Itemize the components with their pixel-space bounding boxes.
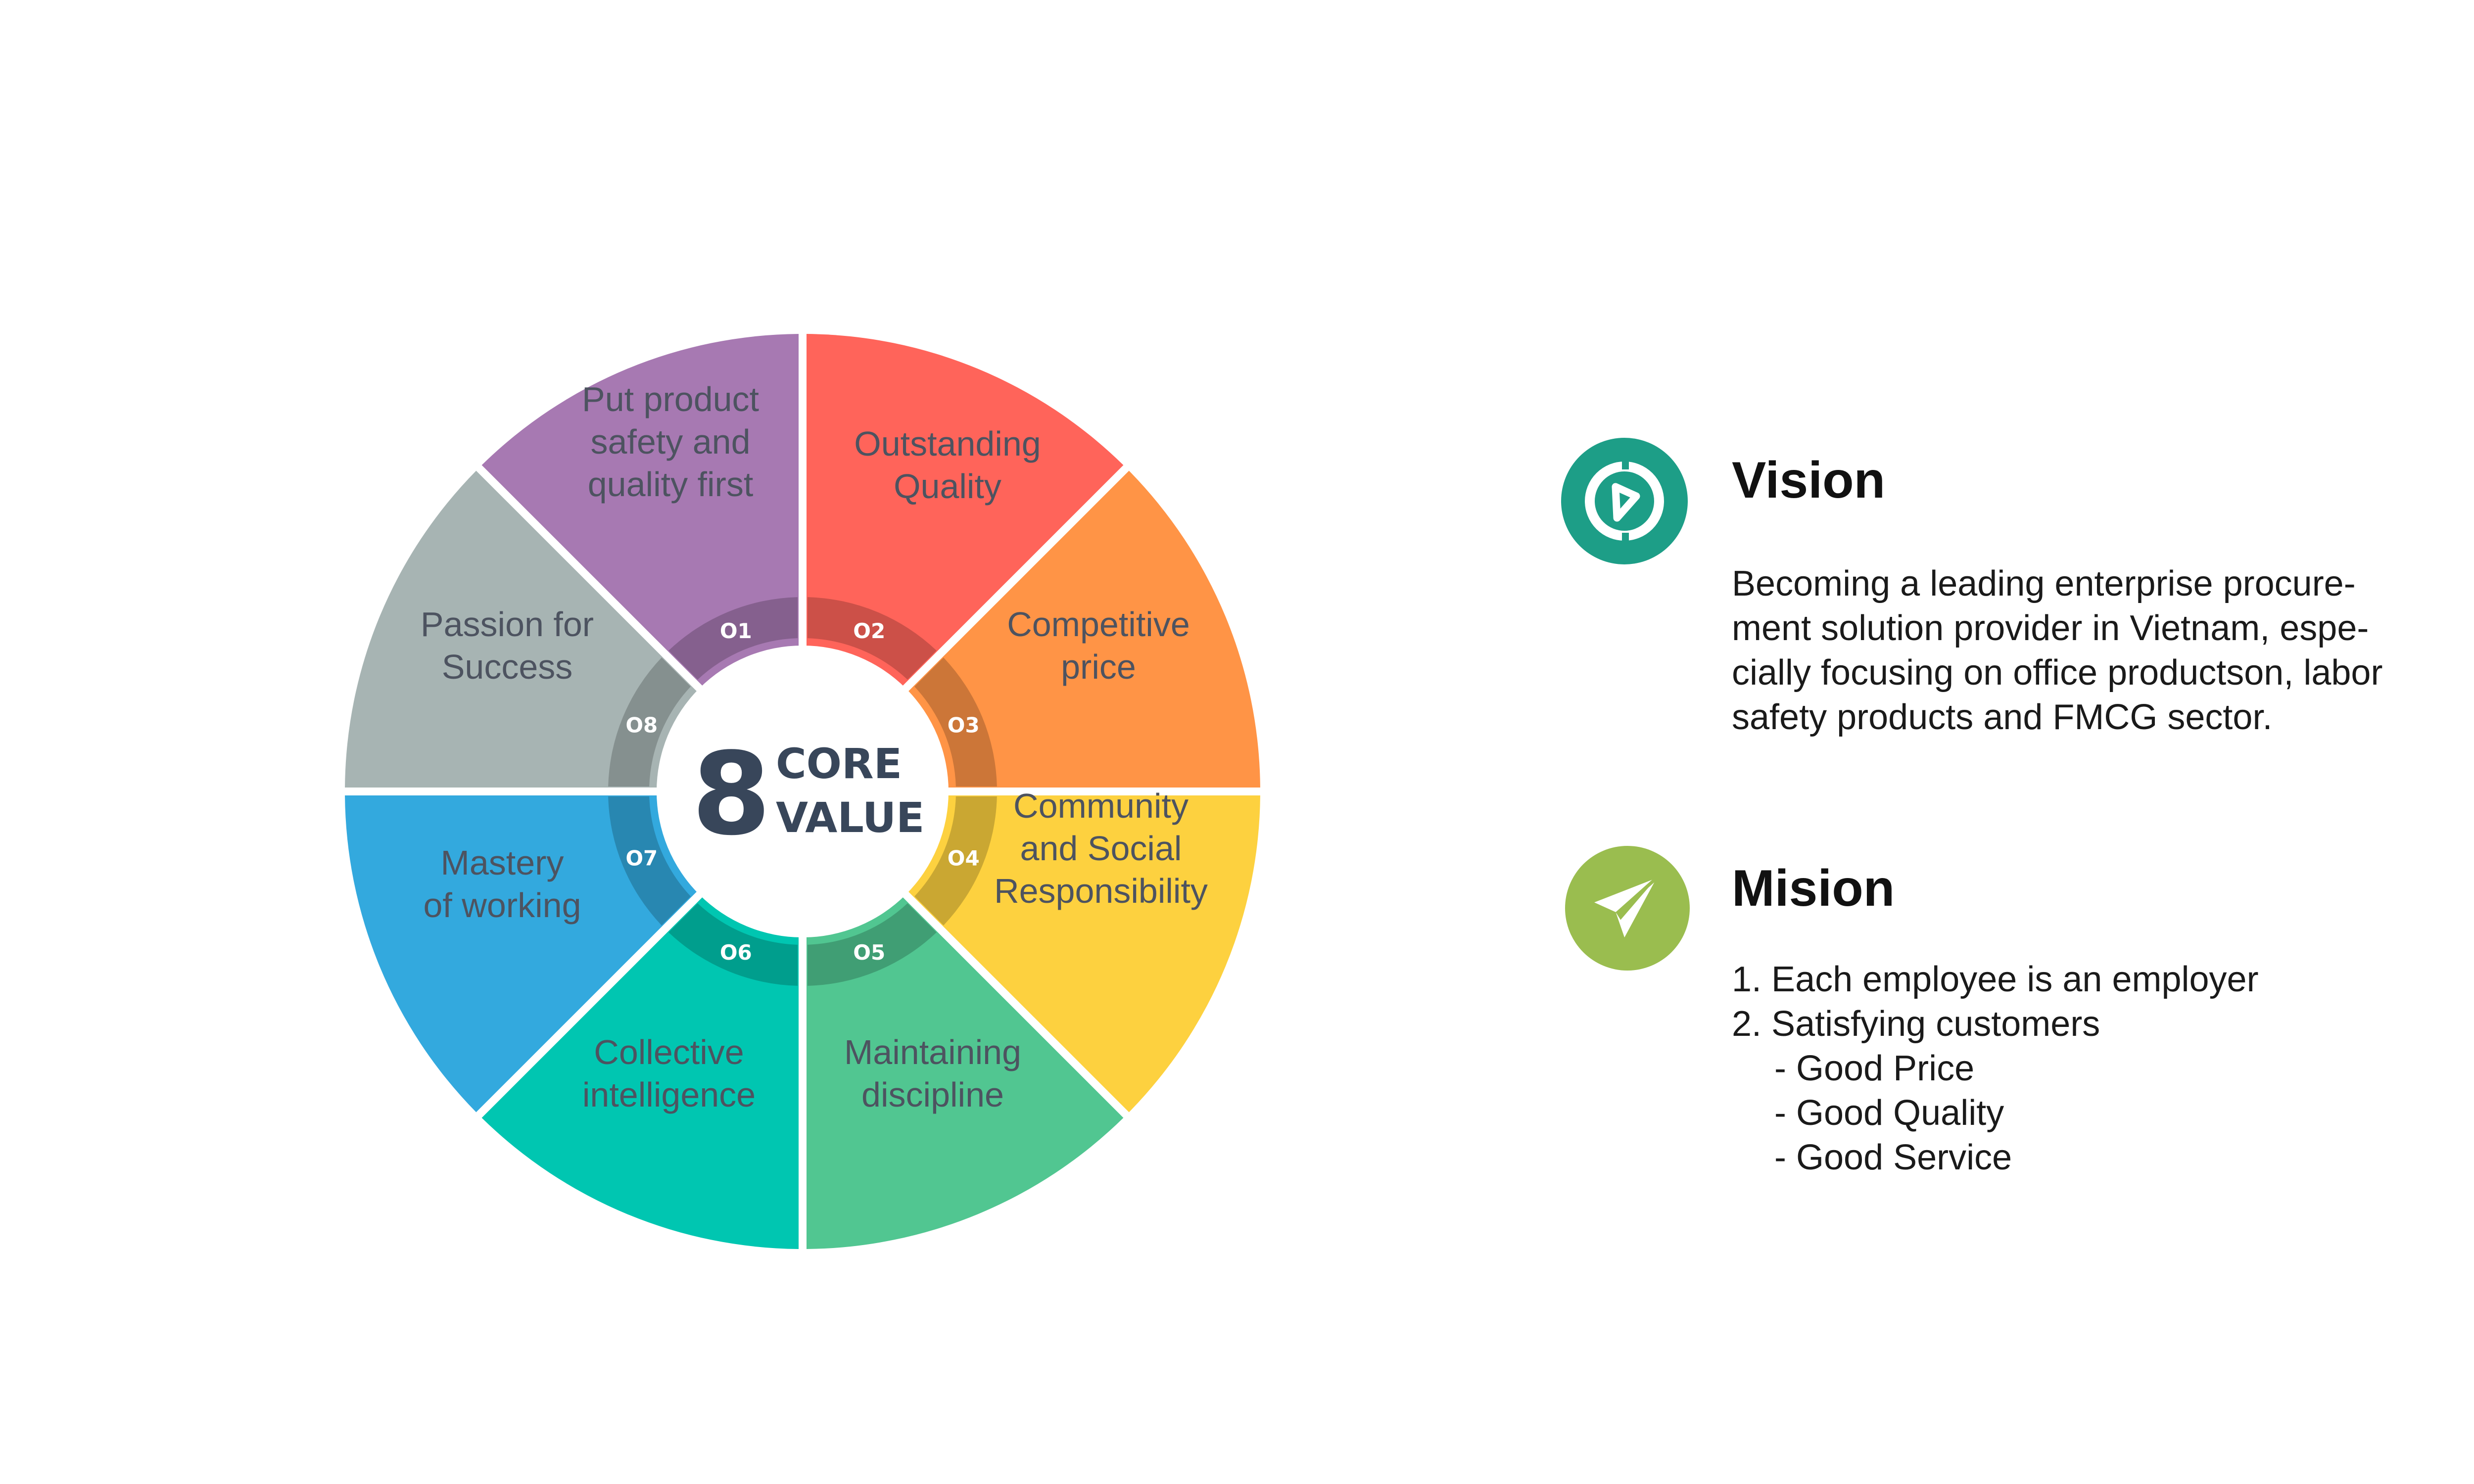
segment-5 [807,801,1124,1249]
segment-number-5: O5 [853,940,885,965]
segment-label-1: quality first [588,465,754,504]
segment-label-8: Passion for [421,605,594,644]
segment-label-5: Maintaining [844,1033,1021,1071]
ring-shade-4 [914,796,997,926]
segment-label-4: Responsibility [994,872,1208,910]
segment-label-6: Collective [594,1033,744,1071]
segment-1 [481,334,799,782]
segment-label-2: Outstanding [854,424,1041,463]
segment-label-4: Community [1013,787,1189,825]
mission-subitem: - Good Price [1774,1049,1975,1088]
ring-segment-6 [668,903,798,986]
ring-shade-7 [608,796,691,926]
segment-labels: Put product safety and quality first Outsta… [421,380,1208,1114]
segment-label-6: intelligence [582,1075,756,1114]
segment-4 [812,795,1260,1113]
segment-number-8: O8 [625,713,658,737]
center-disc [657,646,949,937]
ring-segment-4 [914,796,997,926]
segment-label-4: and Social [1020,829,1182,868]
ring-shade-3 [914,657,997,787]
ring-shade-8 [608,657,691,787]
segment-8 [345,470,793,788]
segment-number-4: O4 [948,846,980,871]
mission-subitem: - Good Quality [1774,1093,2004,1133]
segment-number-3: O3 [948,713,980,737]
paper-plane-icon [1565,846,1690,971]
segment-6 [481,801,799,1249]
segment-7 [345,795,793,1113]
mission-subitem: - Good Service [1774,1138,2012,1177]
vision-title: Vision [1732,452,1886,509]
vision-line: cially focusing on office productson, la… [1732,653,2383,693]
segment-label-1: Put product [582,380,759,418]
target-play-icon [1561,438,1688,564]
segment-label-8: Success [442,648,573,686]
segment-number-2: O2 [853,619,885,643]
center-core-text: CORE [776,740,902,788]
ring-shade-1 [668,597,798,680]
segment-2 [807,334,1124,782]
center-value-text: VALUE [776,793,924,842]
ring-segment-1 [668,597,798,680]
segment-label-2: Quality [894,467,1001,506]
segment-label-3: Competitive [1007,605,1190,644]
segment-label-1: safety and [591,422,751,461]
ring-segment-3 [914,657,997,787]
segment-number-6: O6 [720,940,752,965]
mission-list: 1. Each employee is an employer 2. Satis… [1732,957,2259,1180]
ring-shade-2 [808,597,937,680]
vision-line: ment solution provider in Vietnam, espe- [1732,608,2369,648]
vision-line: Becoming a leading enterprise procure- [1732,564,2356,603]
center-number: 8 [692,729,771,861]
segment-label-7: of working [423,886,581,925]
mission-title: Mision [1732,860,1895,917]
segment-3 [812,470,1260,788]
segment-number-7: O7 [625,846,658,871]
mission-item: 1. Each employee is an employer [1732,960,2259,999]
ring-segment-8 [608,657,691,787]
ring-segment-7 [608,796,691,926]
wheel-segments [345,334,1260,1249]
mission-item: 2. Satisfying customers [1732,1004,2100,1044]
ring-segment-5 [808,903,937,986]
segment-label-7: Mastery [441,843,564,882]
ring-shade-6 [668,903,798,986]
segment-number-1: O1 [720,619,752,643]
segment-label-5: discipline [861,1075,1004,1114]
segment-label-3: price [1061,648,1136,686]
vision-text: Becoming a leading enterprise procure- m… [1732,561,2382,740]
ring-segment-2 [808,597,937,680]
ring-shade-5 [808,903,937,986]
vision-line: safety products and FMCG sector. [1732,697,2273,737]
